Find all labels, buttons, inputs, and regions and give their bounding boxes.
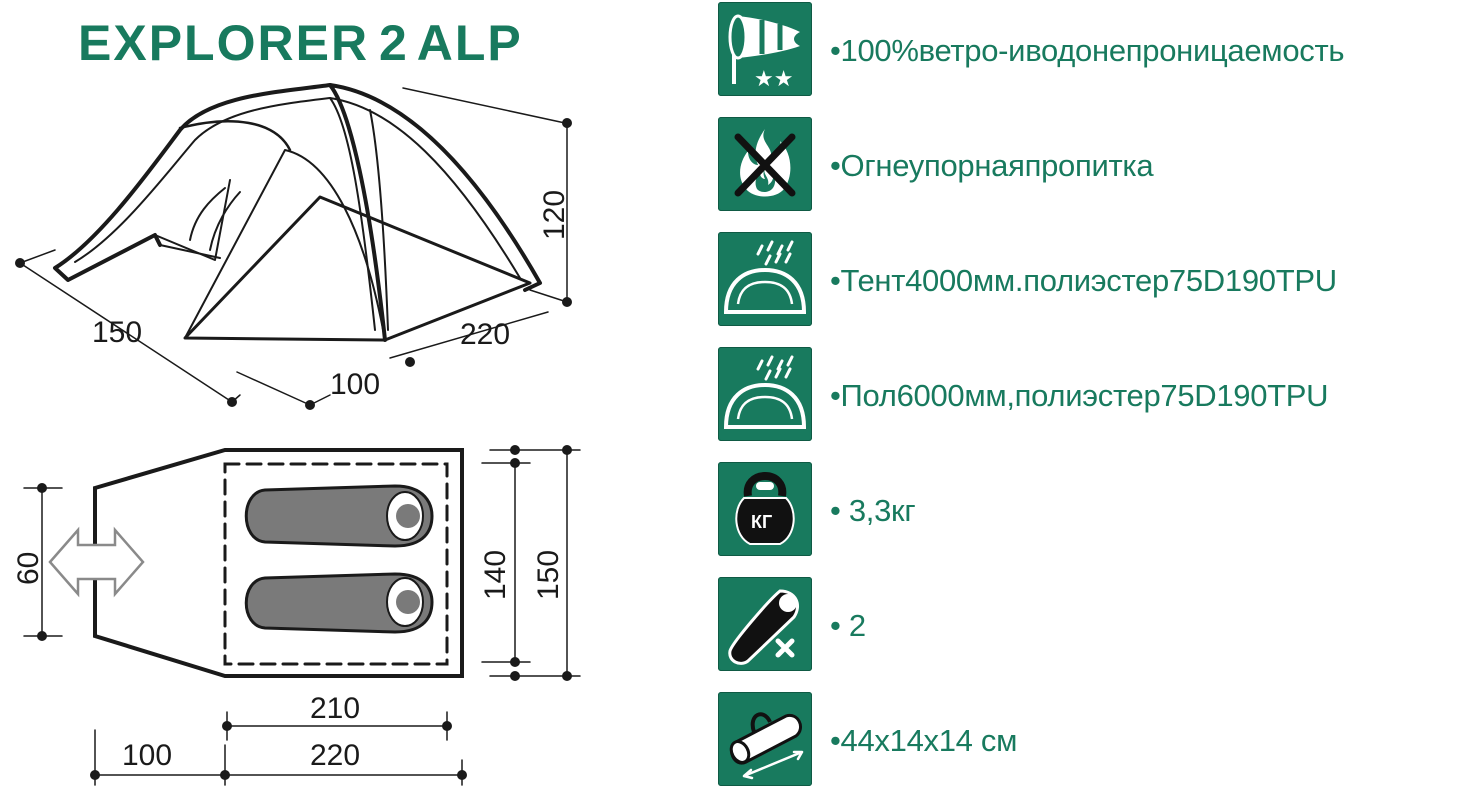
dim-plan-total-length-label: 220 xyxy=(310,739,360,772)
dim-depth-label: 150 xyxy=(92,316,142,349)
dim-plan-vestibule-label: 100 xyxy=(122,739,172,772)
feature-fire-retardant: •Огнеупорнаяпропитка xyxy=(718,117,1458,213)
dimension-dots-plan xyxy=(37,445,572,780)
feature-floor-waterproof: •Пол6000мм,полиэстер75D190TPU xyxy=(718,347,1458,443)
kettlebell-label: КГ xyxy=(751,512,772,532)
dim-vestibule-label: 100 xyxy=(330,368,380,401)
feature-text: • 2 xyxy=(830,608,866,643)
tent-drawing: 120 150 100 220 xyxy=(12,83,581,786)
dim-length-label: 220 xyxy=(460,318,510,351)
dim-plan-outer-width-label: 150 xyxy=(532,550,565,600)
dim-height-label: 120 xyxy=(538,190,571,240)
no-fire-icon xyxy=(718,117,812,211)
product-title: EXPLORER 2 ALP xyxy=(78,15,523,71)
sleeping-bag-icon xyxy=(718,577,812,671)
feature-text: •100%ветро-иводонепроницаемость xyxy=(830,33,1345,68)
feature-text: •Огнеупорнаяпропитка xyxy=(830,148,1154,183)
sleeping-bag-top xyxy=(244,484,434,548)
svg-text:★★: ★★ xyxy=(754,67,793,92)
feature-weight: КГ • 3,3кг xyxy=(718,462,1458,558)
feature-fly-waterproof: •Тент4000мм.полиэстер75D190TPU xyxy=(718,232,1458,328)
rain-dome-icon xyxy=(718,347,812,441)
feature-text: •Пол6000мм,полиэстер75D190TPU xyxy=(830,378,1329,413)
dimension-dots-3d xyxy=(15,118,572,410)
tent-floor-plan xyxy=(23,448,581,786)
dim-plan-entrance-label: 60 xyxy=(12,552,45,585)
kettlebell-icon: КГ xyxy=(718,462,812,556)
feature-text: •Тент4000мм.полиэстер75D190TPU xyxy=(830,263,1337,298)
carry-bag-icon xyxy=(718,692,812,786)
feature-packed-size: •44x14x14 см xyxy=(718,692,1458,788)
feature-capacity: • 2 xyxy=(718,577,1458,673)
feature-windproof: ★★ •100%ветро-иводонепроницаемость xyxy=(718,2,1458,98)
feature-text: • 3,3кг xyxy=(830,493,916,528)
dim-plan-inner-length-label: 210 xyxy=(310,692,360,725)
rain-dome-icon xyxy=(718,232,812,326)
windsock-icon: ★★ xyxy=(718,2,812,96)
feature-text: •44x14x14 см xyxy=(830,723,1018,758)
tent-3d-view xyxy=(19,83,568,406)
sleeping-bag-bottom xyxy=(244,572,434,634)
dim-plan-inner-width-label: 140 xyxy=(479,550,512,600)
